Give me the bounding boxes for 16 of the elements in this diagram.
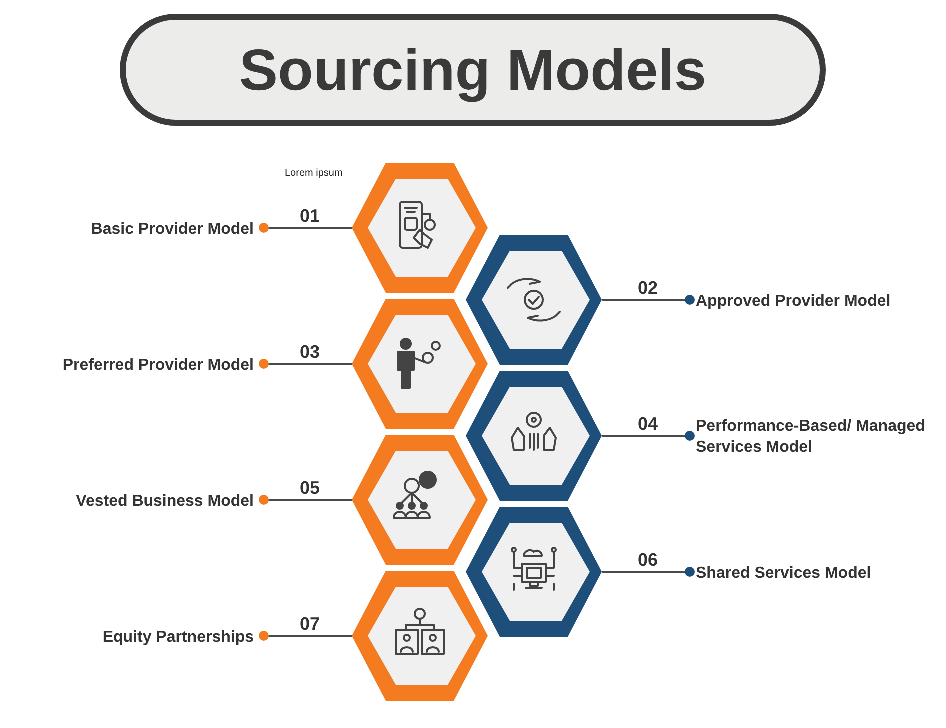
leader-line [259, 359, 352, 369]
leader-line [259, 631, 352, 641]
leader-line [602, 567, 695, 577]
leader-line [259, 223, 352, 233]
title-banner: Sourcing Models [120, 14, 826, 126]
model-name: Preferred Provider Model [62, 354, 264, 376]
model-name: Vested Business Model [76, 490, 264, 512]
leader-line [602, 431, 695, 441]
leader-line [602, 295, 695, 305]
leader-line [259, 495, 352, 505]
note-text: Lorem ipsum [285, 168, 343, 179]
model-name: Shared Services Model [690, 562, 936, 584]
model-name: Performance-Based/ Managed Services Model [690, 416, 936, 458]
model-name: Basic Provider Model [91, 218, 264, 240]
model-name: Equity Partnerships [102, 626, 264, 648]
model-name: Approved Provider Model [690, 290, 936, 312]
